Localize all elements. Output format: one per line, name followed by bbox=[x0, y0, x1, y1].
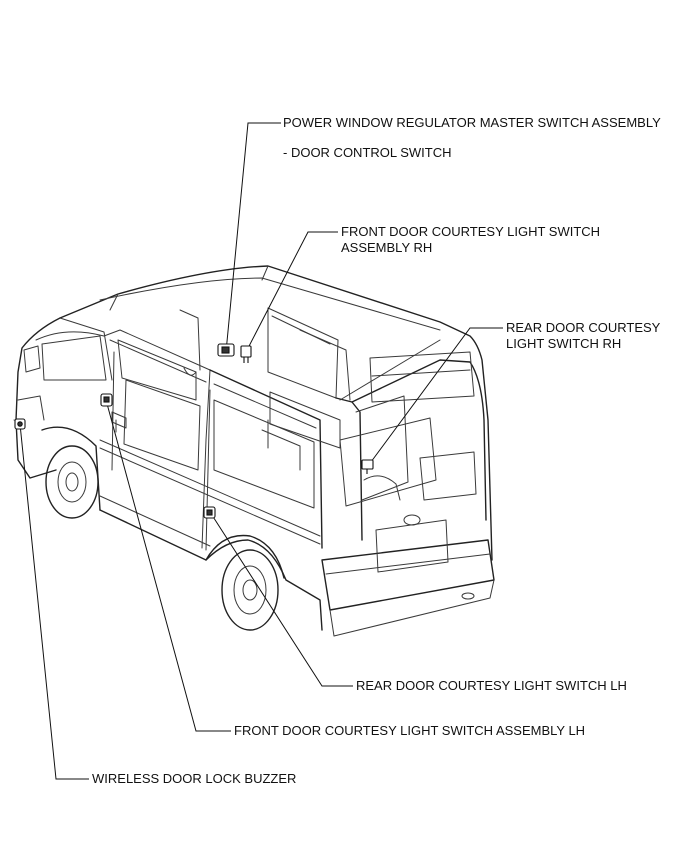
label-rear-door-courtesy-rh-line1: REAR DOOR COURTESY bbox=[506, 320, 661, 335]
label-rear-door-courtesy-rh-line2: LIGHT SWITCH RH bbox=[506, 336, 622, 351]
label-rear-door-courtesy-lh: REAR DOOR COURTESY LIGHT SWITCH LH bbox=[356, 678, 627, 693]
power-window-master-switch-icon bbox=[217, 343, 235, 357]
leader-rear-lh bbox=[209, 511, 353, 687]
leader-front-rh bbox=[245, 231, 338, 353]
label-front-door-courtesy-rh-line1: FRONT DOOR COURTESY LIGHT SWITCH bbox=[341, 224, 601, 239]
front-door-courtesy-switch-rh-icon bbox=[240, 345, 252, 363]
van-outline bbox=[13, 265, 495, 637]
front-door-courtesy-switch-lh-icon bbox=[100, 393, 113, 407]
rear-door-courtesy-switch-rh-icon bbox=[361, 459, 374, 474]
rear-door-courtesy-switch-lh-icon bbox=[203, 506, 216, 519]
leader-pwr-master bbox=[225, 122, 281, 353]
wireless-door-lock-buzzer-icon bbox=[14, 418, 26, 430]
label-door-control-switch: - DOOR CONTROL SWITCH bbox=[283, 145, 452, 160]
label-front-door-courtesy-lh: FRONT DOOR COURTESY LIGHT SWITCH ASSEMBL… bbox=[234, 723, 586, 738]
label-power-window-master-switch: POWER WINDOW REGULATOR MASTER SWITCH ASS… bbox=[283, 115, 661, 130]
label-wireless-door-lock-buzzer: WIRELESS DOOR LOCK BUZZER bbox=[92, 771, 297, 786]
leader-lines bbox=[19, 122, 503, 780]
label-front-door-courtesy-rh-line2: ASSEMBLY RH bbox=[341, 240, 433, 255]
leader-front-lh bbox=[105, 399, 231, 732]
leader-rear-rh bbox=[367, 327, 503, 467]
leader-buzzer bbox=[19, 423, 89, 780]
